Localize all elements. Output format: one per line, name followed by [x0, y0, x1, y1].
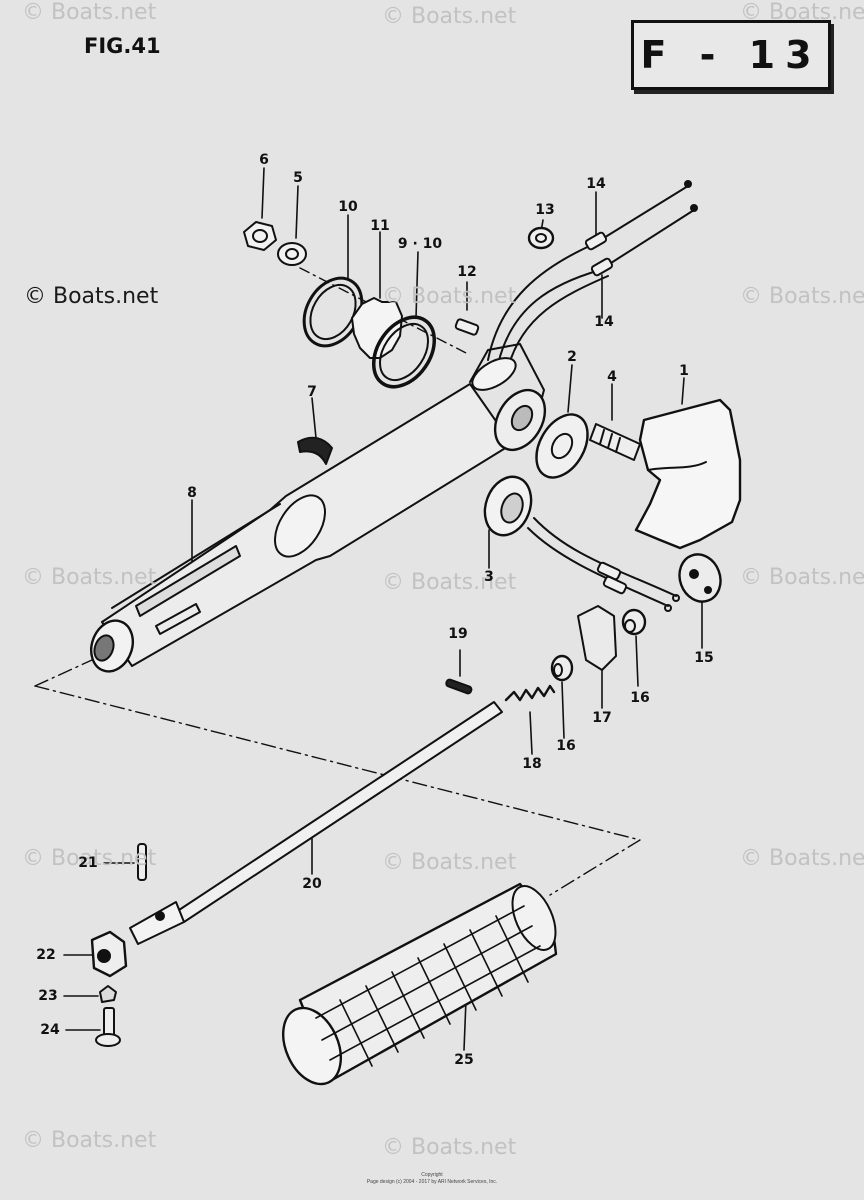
callout-14: 14 — [586, 176, 606, 192]
watermark: © Boats.net — [740, 846, 864, 871]
watermark: © Boats.net — [22, 0, 157, 25]
callout-9-10: 9 · 10 — [397, 236, 443, 252]
callout-14b: 14 — [594, 314, 614, 330]
watermark: © Boats.net — [22, 565, 157, 590]
callout-17: 17 — [592, 710, 612, 726]
watermark: © Boats.net — [24, 284, 159, 309]
callout-18: 18 — [522, 756, 542, 772]
part-5-washer — [277, 242, 307, 266]
callout-16: 16 — [630, 690, 650, 706]
page-reference: F - 13 — [640, 33, 822, 77]
callout-16b: 16 — [556, 738, 576, 754]
watermark: © Boats.net — [382, 1135, 517, 1160]
callout-19: 19 — [448, 626, 468, 642]
callout-15: 15 — [694, 650, 714, 666]
part-22-block — [90, 930, 128, 978]
callout-11: 11 — [370, 218, 390, 234]
callout-24: 24 — [40, 1022, 60, 1038]
part-17-bracket — [577, 605, 617, 671]
callout-25: 25 — [454, 1052, 474, 1068]
leader-lines — [63, 167, 703, 1051]
callout-3: 3 — [484, 569, 494, 585]
callout-23: 23 — [38, 988, 58, 1004]
part-1-cover — [634, 398, 742, 550]
part-19-pin — [445, 678, 473, 695]
callout-6: 6 — [259, 152, 269, 168]
part-2-washer — [535, 413, 589, 479]
part-12-key — [454, 318, 480, 336]
watermark: © Boats.net — [22, 1128, 157, 1153]
part-7-clip — [297, 436, 333, 465]
watermark: © Boats.net — [382, 570, 517, 595]
watermark: © Boats.net — [382, 850, 517, 875]
watermark: © Boats.net — [382, 4, 517, 29]
watermark: © Boats.net — [740, 284, 864, 309]
part-11-spring — [351, 297, 403, 359]
part-18-spring — [504, 684, 556, 702]
watermark: © Boats.net — [382, 284, 517, 309]
watermark: © Boats.net — [22, 846, 157, 871]
callout-20: 20 — [302, 876, 322, 892]
figure-number: FIG.41 — [84, 34, 161, 58]
callout-2: 2 — [567, 349, 577, 365]
part-6-nut — [243, 221, 277, 251]
callout-13: 13 — [535, 202, 555, 218]
part-16-fitting-b — [550, 654, 574, 682]
part-9-10-ring — [371, 315, 437, 389]
part-13-nut — [527, 226, 555, 250]
part-21-pin — [137, 843, 147, 881]
part-25-grip — [282, 882, 558, 1086]
callout-1: 1 — [679, 363, 689, 379]
part-16-fitting — [621, 608, 647, 636]
callout-8: 8 — [187, 485, 197, 501]
copyright-notice: Page design (c) 2004 - 2017 by ARI Netwo… — [366, 1179, 498, 1185]
copyright-line: Copyright — [421, 1172, 443, 1178]
callout-21: 21 — [78, 855, 98, 871]
part-8-tiller-handle — [90, 343, 547, 673]
callout-10: 10 — [338, 199, 358, 215]
callout-5: 5 — [293, 170, 303, 186]
watermark: © Boats.net — [740, 565, 864, 590]
callout-4: 4 — [607, 369, 617, 385]
callout-22: 22 — [36, 947, 56, 963]
part-15-knob — [678, 553, 722, 603]
part-4-bolt — [589, 423, 641, 461]
assembly-line — [34, 659, 93, 687]
page-reference-box: F - 13 — [631, 20, 831, 90]
callout-12: 12 — [457, 264, 477, 280]
callout-7: 7 — [307, 384, 317, 400]
part-20-rod — [129, 701, 503, 945]
part-23-washer — [99, 985, 117, 1003]
part-3-bushing — [483, 475, 533, 537]
part-24-screw — [95, 1007, 121, 1047]
part-14-throttle-cables — [487, 180, 698, 612]
